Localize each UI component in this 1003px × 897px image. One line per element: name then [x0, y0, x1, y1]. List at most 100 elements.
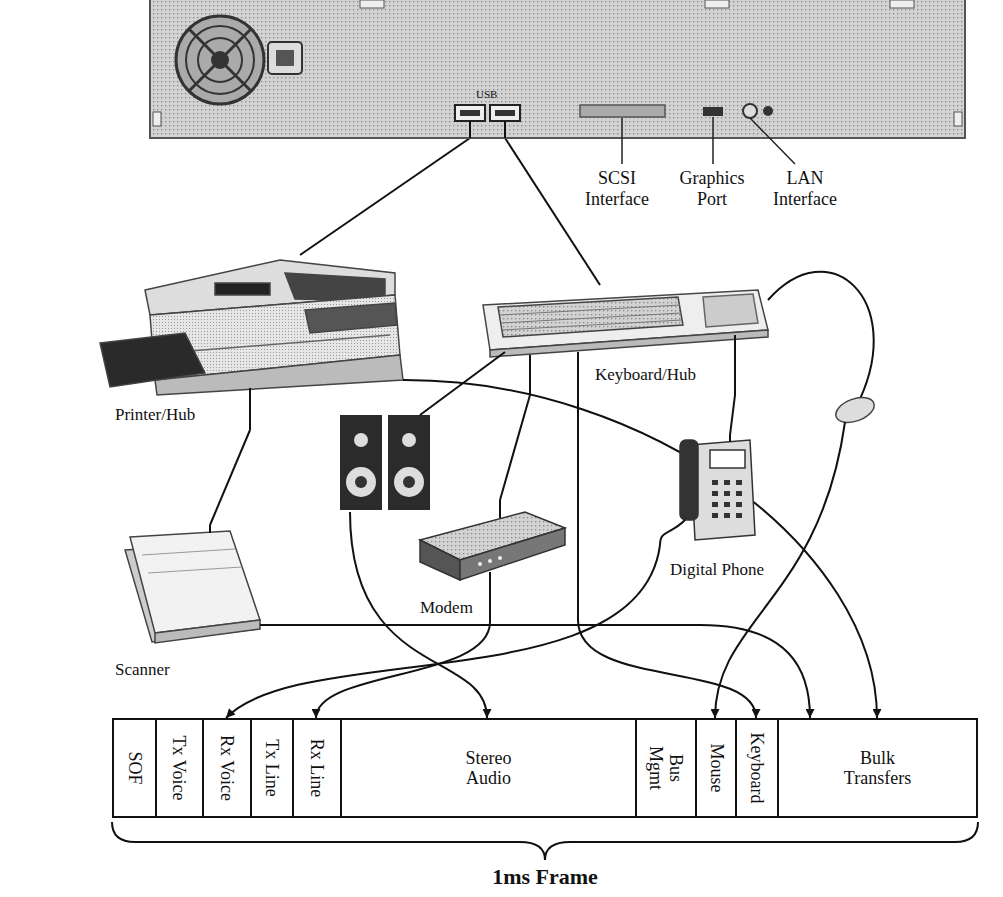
- slot-label: Tx Voice: [170, 736, 190, 801]
- device-label: Printer/Hub: [115, 405, 195, 425]
- frame-slot: Rx Voice: [202, 718, 252, 818]
- printer-drawing: [165, 335, 390, 353]
- usb-connection: [265, 625, 810, 718]
- phone-drawing: [736, 480, 742, 485]
- phone-drawing: [724, 502, 730, 507]
- usb-connection: [405, 380, 877, 718]
- usb-connection: [300, 138, 470, 255]
- frame-slot: Tx Voice: [155, 718, 204, 818]
- slot-label: Bulk Transfers: [833, 748, 923, 788]
- speakers-drawing: [346, 467, 376, 497]
- leader-line: [622, 117, 795, 164]
- interface-label: SCSI Interface: [572, 168, 662, 210]
- phone-drawing: [712, 491, 718, 496]
- computer-back-panel: [743, 104, 757, 118]
- frame-slot: Rx Line: [292, 718, 342, 818]
- computer-back-panel: [455, 105, 485, 121]
- phone-drawing: [724, 513, 730, 518]
- frame-slot: Bus Mgmt: [635, 718, 697, 818]
- slot-label: Bus Mgmt: [646, 742, 686, 794]
- phone-drawing: [724, 491, 730, 496]
- scanner-drawing: [210, 525, 265, 625]
- keyboard-drawing: [530, 335, 735, 395]
- interface-label: LAN Interface: [765, 168, 845, 210]
- slot-label: Stereo Audio: [454, 748, 524, 788]
- slot-label: Tx Line: [262, 739, 282, 796]
- mouse-drawing: [768, 272, 874, 399]
- frame-slot: SOF: [112, 718, 157, 818]
- computer-back-panel: [186, 26, 254, 94]
- printer-hub: Printer/Hub: [95, 255, 405, 430]
- computer-back-panel: [211, 51, 229, 69]
- usb-connection: [505, 138, 600, 285]
- phone-drawing: [736, 513, 742, 518]
- slot-label: SOF: [125, 751, 145, 784]
- modem: Modem: [410, 500, 570, 622]
- digital-phone: Digital Phone: [660, 435, 780, 585]
- computer-back-panel: [276, 50, 294, 66]
- device-label: Keyboard/Hub: [595, 365, 696, 385]
- speakers-drawing: [402, 433, 416, 447]
- phone-drawing: [736, 502, 742, 507]
- speakers-drawing: [354, 433, 368, 447]
- keyboard-drawing: [498, 297, 683, 337]
- device-label: Modem: [420, 598, 473, 618]
- phone-drawing: [712, 502, 718, 507]
- computer-back-panel: [153, 112, 161, 126]
- computer-back-panel: [268, 42, 302, 74]
- scanner-drawing: [142, 549, 242, 573]
- computer-back-panel: [460, 110, 480, 116]
- frame-slot: Keyboard: [735, 718, 779, 818]
- device-label: Digital Phone: [670, 560, 764, 580]
- speakers-drawing: [340, 415, 382, 510]
- computer-back-panel: [490, 105, 520, 121]
- mouse-drawing: [715, 272, 878, 718]
- modem-drawing: [420, 540, 460, 580]
- speaker-cable: [420, 352, 505, 415]
- slot-label: Mouse: [706, 744, 726, 793]
- computer-panel: USB: [150, 0, 965, 138]
- frame-bracket: [112, 822, 978, 860]
- device-label: Scanner: [115, 660, 170, 680]
- slot-label: Keyboard: [747, 733, 767, 804]
- interface-label: Graphics Port: [672, 168, 752, 210]
- printer-drawing: [100, 260, 405, 430]
- usb-connection: [210, 430, 250, 525]
- computer-back-panel: [150, 0, 965, 138]
- interface-label: Graphics Port: [672, 168, 752, 210]
- phone-drawing: [724, 480, 730, 485]
- phone-drawing: [712, 513, 718, 518]
- keyboard-drawing: [500, 305, 682, 330]
- scanner-drawing: [155, 620, 260, 643]
- frame-caption: 1ms Frame: [395, 864, 695, 890]
- printer-drawing: [100, 333, 205, 387]
- usb-connection: [578, 395, 756, 718]
- frame-slot: Bulk Transfers: [777, 718, 978, 818]
- printer-drawing: [305, 303, 397, 333]
- modem-drawing: [460, 528, 565, 580]
- computer-back-panel: [705, 0, 729, 8]
- modem-drawing: [420, 500, 565, 622]
- printer-drawing: [215, 283, 270, 295]
- modem-drawing: [498, 556, 502, 560]
- phone-drawing: [712, 480, 742, 518]
- phone-drawing: [710, 450, 745, 468]
- frame-slot: Stereo Audio: [340, 718, 637, 818]
- scanner: Scanner: [110, 525, 265, 685]
- usb-connection: [500, 395, 530, 500]
- keyboard-drawing: [703, 294, 758, 327]
- computer-back-panel: [150, 0, 965, 138]
- computer-back-panel: [580, 105, 665, 117]
- keyboard-drawing: [483, 290, 768, 395]
- phone-drawing: [680, 440, 698, 520]
- frame-slot: Mouse: [695, 718, 737, 818]
- modem-drawing: [478, 562, 482, 566]
- computer-back-panel: [703, 107, 723, 116]
- computer-back-panel: [176, 16, 264, 104]
- phone-drawing: [712, 480, 718, 485]
- slot-label: Rx Voice: [217, 735, 237, 801]
- scanner-drawing: [130, 531, 260, 633]
- modem-drawing: [490, 500, 500, 622]
- computer-back-panel: [763, 106, 773, 116]
